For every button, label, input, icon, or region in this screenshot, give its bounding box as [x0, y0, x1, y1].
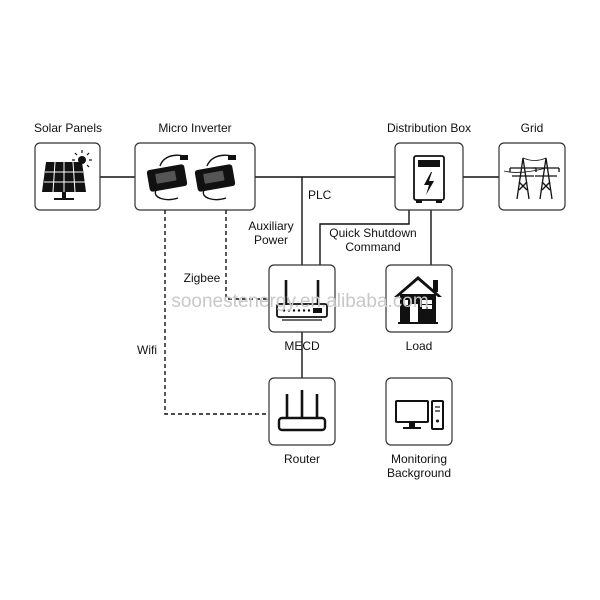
- grid-label: Grid: [521, 121, 544, 135]
- monitoring-label-line1: Monitoring: [391, 452, 447, 466]
- node-solar-panels[interactable]: Solar Panels: [34, 121, 102, 211]
- node-grid[interactable]: Grid: [498, 121, 566, 211]
- connections: [100, 176, 499, 415]
- node-mecd[interactable]: MECD: [268, 264, 336, 353]
- mecd-gateway-icon: [276, 280, 328, 321]
- link-zigbee: [225, 210, 269, 300]
- node-load[interactable]: Load: [385, 264, 453, 353]
- plc-label: PLC: [308, 188, 332, 202]
- micro-inverter-label: Micro Inverter: [158, 121, 231, 135]
- watermark: soonestenergy.en.alibaba.com: [171, 291, 428, 312]
- router-icon: [277, 390, 327, 432]
- solar-panels-label: Solar Panels: [34, 121, 102, 135]
- micro-inverter-box: [134, 142, 256, 211]
- distribution-box-label: Distribution Box: [387, 121, 471, 135]
- zigbee-label: Zigbee: [184, 271, 221, 285]
- shutdown-command-label-line1: Quick Shutdown: [329, 226, 416, 240]
- auxiliary-power-label-line1: Auxiliary: [248, 219, 293, 233]
- link-auxiliary-power: [319, 209, 410, 265]
- desktop-computer-icon: [395, 400, 444, 430]
- auxiliary-power-label-line2: Power: [254, 233, 288, 247]
- wifi-label: Wifi: [137, 343, 157, 357]
- node-micro-inverter[interactable]: Micro Inverter: [134, 121, 256, 211]
- router-label: Router: [284, 452, 320, 466]
- distribution-box-icon: [413, 155, 445, 203]
- node-monitoring-background[interactable]: Monitoring Background: [385, 377, 453, 480]
- mecd-label: MECD: [284, 339, 320, 353]
- power-tower-icon: [503, 157, 560, 200]
- link-wifi: [164, 210, 269, 415]
- house-icon: [394, 276, 442, 324]
- node-router[interactable]: Router: [268, 377, 336, 466]
- node-distribution-box[interactable]: Distribution Box: [387, 121, 471, 211]
- monitoring-label-line2: Background: [387, 466, 451, 480]
- load-label: Load: [406, 339, 433, 353]
- micro-inverter-icon: [146, 154, 236, 201]
- shutdown-command-label-line2: Command: [345, 240, 400, 254]
- solar-panel-icon: [42, 150, 92, 200]
